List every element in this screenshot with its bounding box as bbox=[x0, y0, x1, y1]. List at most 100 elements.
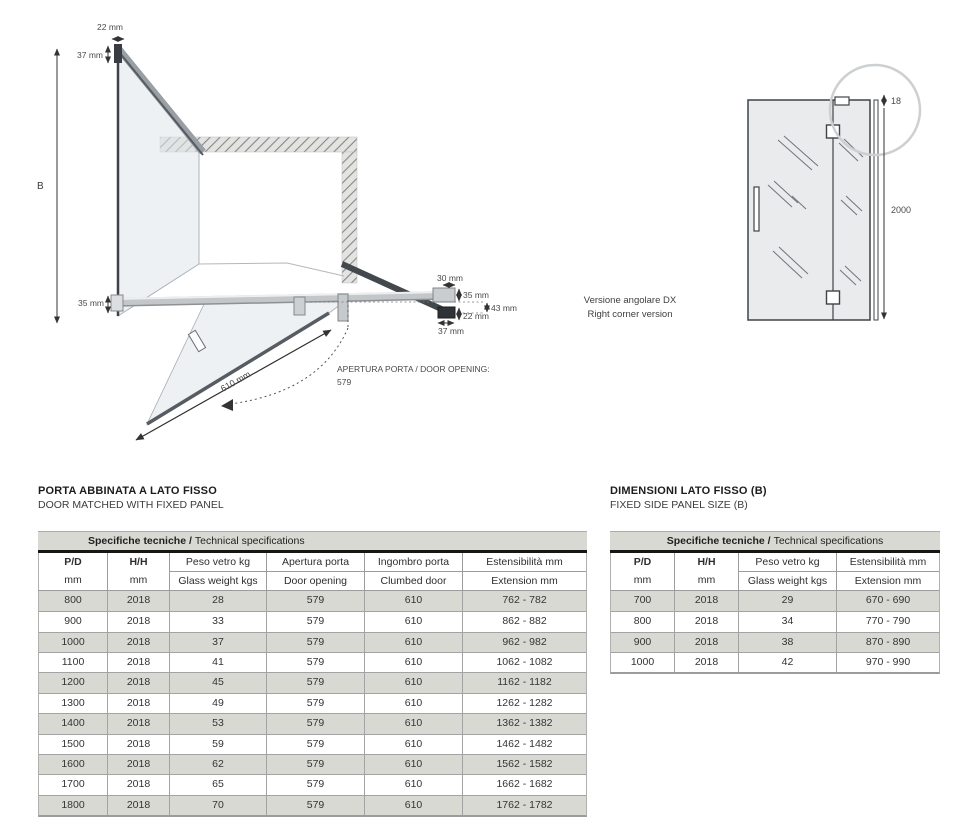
svg-text:Right corner version: Right corner version bbox=[587, 309, 672, 320]
bottom-hinge bbox=[825, 290, 841, 305]
table-cell: 579 bbox=[266, 714, 364, 734]
panel-glass bbox=[747, 99, 871, 321]
corner-post bbox=[114, 44, 122, 63]
floor-edge-line bbox=[198, 262, 345, 277]
table-cell: 1562 - 1582 bbox=[462, 754, 586, 775]
svg-text:B: B bbox=[37, 181, 44, 192]
table-cell: 38 bbox=[738, 632, 836, 653]
table-cell: 1500 bbox=[61, 737, 85, 750]
table-cell: 800 bbox=[64, 594, 82, 606]
svg-text:2000: 2000 bbox=[891, 205, 911, 215]
table-cell: 862 - 882 bbox=[462, 612, 586, 632]
table-cell: 579 bbox=[266, 612, 364, 632]
bar-wall-bracket bbox=[110, 294, 124, 312]
svg-text:APERTURA PORTA / DOOR OPENING:: APERTURA PORTA / DOOR OPENING: bbox=[337, 364, 490, 374]
spec-header-rest: Technical specifications bbox=[773, 535, 884, 547]
table-title: DIMENSIONI LATO FISSO (B) bbox=[610, 485, 767, 497]
svg-text:30 mm: 30 mm bbox=[437, 273, 463, 283]
bar-end-dark-piece bbox=[437, 306, 456, 319]
detail-circle bbox=[828, 63, 922, 157]
table-subtitle: FIXED SIDE PANEL SIZE (B) bbox=[610, 499, 748, 511]
table-cell: 42 bbox=[738, 653, 836, 673]
door-handle bbox=[753, 186, 760, 232]
table-cell: 1000 bbox=[61, 635, 85, 648]
door-opening-label: APERTURA PORTA / DOOR OPENING: 579 bbox=[337, 364, 490, 387]
table-cell: 37 bbox=[169, 632, 266, 653]
table-cell: 579 bbox=[266, 754, 364, 775]
table-cell: 610 bbox=[364, 693, 462, 714]
table-cell: 700 bbox=[633, 594, 652, 606]
svg-text:18: 18 bbox=[891, 96, 901, 106]
table-cell: 70 bbox=[169, 795, 266, 815]
table-cell: 762 - 782 bbox=[462, 591, 586, 612]
dimension-37-top: 37 mm bbox=[77, 45, 111, 64]
svg-text:Versione angolare DX: Versione angolare DX bbox=[584, 295, 677, 306]
table-cell: 2018 bbox=[107, 754, 169, 775]
table-cell: 579 bbox=[266, 795, 364, 815]
version-caption: Versione angolare DX Right corner versio… bbox=[584, 295, 677, 320]
table-cell: 2018 bbox=[107, 612, 169, 632]
table-cell: 1100 bbox=[61, 656, 85, 669]
svg-text:43 mm: 43 mm bbox=[491, 303, 517, 313]
dimension-35-left: 35 mm bbox=[78, 295, 111, 314]
door-swing-arc bbox=[221, 300, 349, 411]
top-profile-bar bbox=[115, 45, 206, 156]
table-cell: 2018 bbox=[107, 734, 169, 754]
dimension-cluster-right: 30 mm 35 mm 43 mm 22 mm 37 mm bbox=[310, 273, 517, 336]
bar-end-bracket bbox=[432, 287, 456, 303]
table-cell: 1300 bbox=[61, 696, 85, 709]
svg-text:37 mm: 37 mm bbox=[438, 326, 464, 336]
table-cell: 1400 bbox=[61, 717, 85, 730]
support-bar bbox=[110, 287, 456, 322]
table-cell: 962 - 982 bbox=[462, 632, 586, 653]
table-cell: 1162 - 1182 bbox=[462, 673, 586, 693]
dimension-18: 18 bbox=[881, 94, 901, 107]
table-cell: 1662 - 1682 bbox=[462, 775, 586, 795]
table-cell: 65 bbox=[169, 775, 266, 795]
svg-text:35 mm: 35 mm bbox=[78, 298, 104, 308]
table-cell: 1762 - 1782 bbox=[462, 795, 586, 815]
table-cell: 1262 - 1282 bbox=[462, 693, 586, 714]
table-cell: 1600 bbox=[61, 757, 85, 770]
table-cell: 2018 bbox=[107, 795, 169, 815]
table-cell: 610 bbox=[364, 714, 462, 734]
spec-header-bold: Specifiche tecniche / bbox=[88, 535, 192, 547]
table-cell: 900 bbox=[633, 635, 652, 648]
table-cell: 1462 - 1482 bbox=[462, 734, 586, 754]
table-cell: 2018 bbox=[107, 775, 169, 795]
table-cell: 610 bbox=[364, 754, 462, 775]
dimension-2000: 2000 bbox=[881, 108, 911, 320]
fixed-side-panel-table: DIMENSIONI LATO FISSO (B) FIXED SIDE PAN… bbox=[610, 485, 940, 675]
table-cell: 610 bbox=[364, 632, 462, 653]
door-with-fixed-panel-table: PORTA ABBINATA A LATO FISSO DOOR MATCHED… bbox=[38, 485, 587, 817]
wall-hatch bbox=[159, 136, 358, 284]
door-glass bbox=[146, 301, 346, 426]
table-cell: 579 bbox=[266, 653, 364, 673]
svg-text:37 mm: 37 mm bbox=[77, 50, 103, 60]
spec-header-bar: Specifiche tecniche /Technical specifica… bbox=[610, 531, 940, 553]
table-cell: 62 bbox=[169, 754, 266, 775]
table-cell: 579 bbox=[266, 673, 364, 693]
front-view-diagram: 18 2000 Versione angolare DX Right corne… bbox=[584, 63, 922, 321]
table-cell: 610 bbox=[364, 591, 462, 612]
table-cell: 1362 - 1382 bbox=[462, 714, 586, 734]
svg-text:579: 579 bbox=[337, 377, 351, 387]
table-subtitle: DOOR MATCHED WITH FIXED PANEL bbox=[38, 499, 224, 511]
svg-text:35 mm: 35 mm bbox=[463, 290, 489, 300]
table-cell: 53 bbox=[169, 714, 266, 734]
